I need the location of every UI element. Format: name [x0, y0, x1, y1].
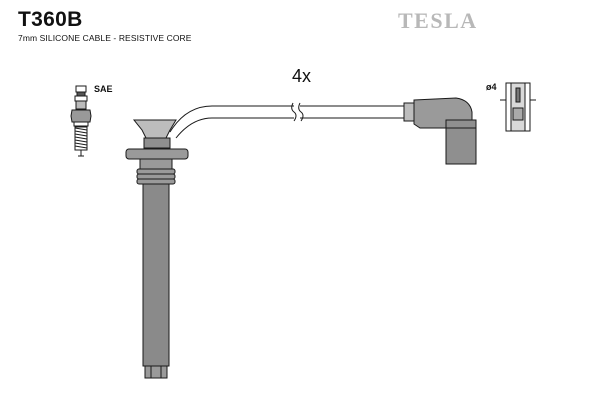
terminal-diameter-label: ø4 [486, 82, 497, 92]
coil-boot [403, 97, 477, 165]
spark-plug-icon [70, 85, 92, 157]
brand-logo: TESLA [398, 8, 478, 33]
ignition-cable [169, 102, 404, 139]
terminal-connector-icon [500, 82, 536, 132]
cable-description: 7mm SILICONE CABLE - RESISTIVE CORE [18, 33, 192, 43]
quantity-label: 4x [292, 66, 312, 86]
plug-type-label: SAE [94, 84, 113, 94]
spark-plug-boot [125, 119, 189, 379]
part-number: T360B [18, 8, 83, 31]
